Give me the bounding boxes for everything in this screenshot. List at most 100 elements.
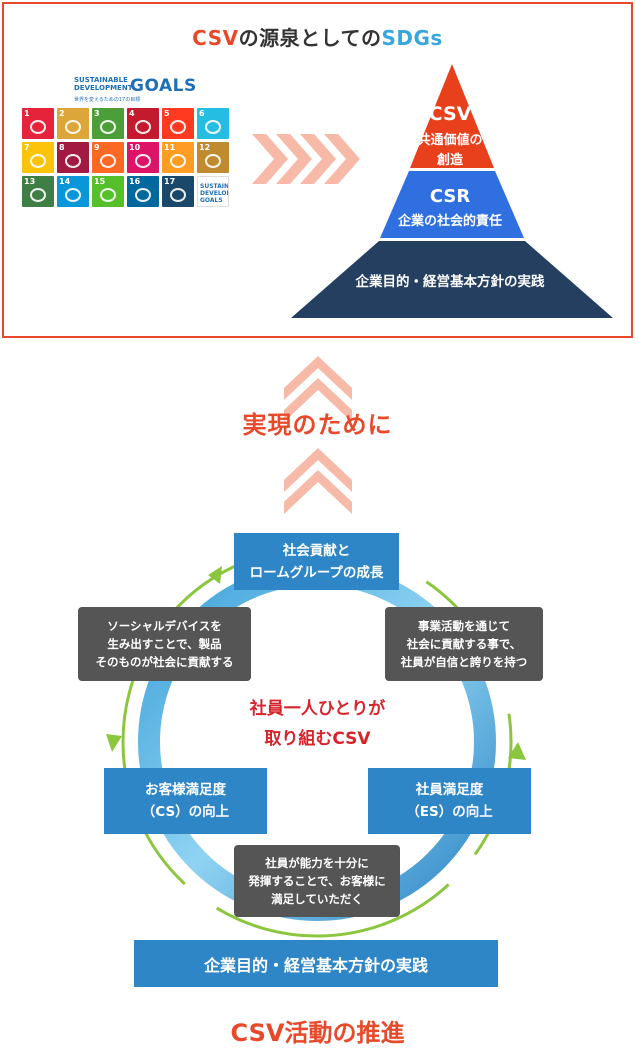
note-left-line3: そのものが社会に貢献する (95, 655, 234, 669)
box-social-contribution: 社会貢献と ロームグループの成長 (234, 533, 399, 590)
title-sdgs: SDGs (381, 26, 443, 50)
sdg-tile-number: 6 (199, 109, 205, 118)
center-line1: 社員一人ひとりが (249, 699, 386, 719)
sdg-logo-sub: 世界を変えるための17の目標 (74, 97, 141, 103)
sdg-tile-logo: SUSTAINABLE DEVELOPMENT GOALS (197, 176, 229, 207)
box-right-line1: 社員満足度 (415, 782, 484, 798)
sdg-logo-goals: GOALS (130, 76, 197, 96)
pyramid-csr-sub: 企業の社会的責任 (397, 214, 502, 229)
sdg-tile-number: 7 (24, 143, 30, 152)
note-social-devices: ソーシャルデバイスを 生み出すことで、製品 そのものが社会に貢献する (78, 607, 251, 681)
sdg-goal-icon (135, 154, 151, 168)
sdg-goal-tiles: 1234567891011121314151617SUSTAINABLE DEV… (22, 108, 230, 208)
sdg-tile: 4 (127, 108, 159, 139)
sdg-tile-number: 9 (94, 143, 100, 152)
csv-promotion-title: CSV活動の推進 (230, 1019, 405, 1047)
sdg-goal-icon (170, 188, 186, 202)
realize-heading: 実現のために (242, 411, 393, 439)
pyramid-csv-sub1: 共通価値の (417, 133, 483, 148)
sdg-goal-icon (30, 188, 46, 202)
arrow-head-left (106, 734, 122, 752)
box-employee-satisfaction: 社員満足度 （ES）の向上 (368, 768, 531, 834)
panel-title: CSVの源泉としてのSDGs (0, 22, 635, 51)
sdg-goal-icon (30, 154, 46, 168)
up-chevrons-icon (284, 356, 352, 514)
pyramid-csr-layer (380, 171, 524, 238)
sdg-goal-icon (100, 120, 116, 134)
sdg-logo: SUSTAINABLE DEVELOPMENT GOALS 世界を変えるための1… (74, 76, 197, 106)
note-business-activities: 事業活動を通じて 社会に貢献する事で、 社員が自信と誇りを持つ (385, 607, 543, 681)
sdg-logo-line2: DEVELOPMENT (74, 84, 133, 92)
pyramid-csr-title: CSR (429, 186, 471, 207)
box-top-line2: ロームグループの成長 (249, 564, 384, 581)
note-right-line3: 社員が自信と誇りを持つ (400, 655, 528, 669)
note-employee-ability: 社員が能力を十分に 発揮することで、お客様に 満足していただく (234, 845, 400, 917)
sdg-tile: 7 (22, 142, 54, 173)
arrow-head-top-left (208, 566, 222, 584)
sdg-goal-icon (65, 120, 81, 134)
sdg-goal-icon (205, 120, 221, 134)
right-chevrons-icon (252, 134, 360, 184)
sdg-logo-line1: SUSTAINABLE (74, 76, 128, 84)
sdg-tile: 5 (162, 108, 194, 139)
sdg-tile-number: 3 (94, 109, 100, 118)
sdg-tile-number: 5 (164, 109, 170, 118)
sdg-goal-icon (100, 188, 116, 202)
note-bottom-line1: 社員が能力を十分に (265, 856, 369, 870)
sdg-goal-icon (135, 120, 151, 134)
box-right-line2: （ES）の向上 (406, 804, 493, 820)
arrow-head-right (508, 742, 526, 760)
note-left-line2: 生み出すことで、製品 (107, 637, 222, 651)
sdg-goal-icon (170, 120, 186, 134)
note-right-line1: 事業活動を通じて (418, 619, 510, 633)
sdg-goal-icon (65, 154, 81, 168)
pyramid-csv-layer (410, 64, 494, 168)
pyramid-csv-sub2: 創造 (436, 153, 463, 168)
pyramid-base-layer (291, 241, 613, 318)
title-mid: の源泉としての (238, 26, 382, 50)
note-bottom-line2: 発揮することで、お客様に (248, 874, 386, 888)
box-corporate-purpose: 企業目的・経営基本方針の実践 (134, 940, 498, 987)
sdg-tile: 17 (162, 176, 194, 207)
note-right-line2: 社会に貢献する事で、 (406, 637, 522, 651)
sdg-tile-number: 16 (129, 177, 141, 186)
sdg-tile: 1 (22, 108, 54, 139)
sdg-tile: 6 (197, 108, 229, 139)
sdg-goal-icon (100, 154, 116, 168)
sdg-tile-number: 1 (24, 109, 30, 118)
note-left-line1: ソーシャルデバイスを (107, 619, 222, 633)
pyramid-base-label: 企業目的・経営基本方針の実践 (355, 274, 545, 290)
sdg-tile-number: 8 (59, 143, 65, 152)
sdg-tile: 13 (22, 176, 54, 207)
sdg-tile-number: 2 (59, 109, 65, 118)
sdg-tile: 11 (162, 142, 194, 173)
sdg-tile-number: 4 (129, 109, 135, 118)
box-left-line2: （CS）の向上 (141, 804, 230, 820)
sdg-tile: 2 (57, 108, 89, 139)
sdg-tile: 10 (127, 142, 159, 173)
sdg-goal-icon (65, 188, 81, 202)
sdg-tile: 9 (92, 142, 124, 173)
sdg-tile-number: 10 (129, 143, 141, 152)
sdg-tile: 16 (127, 176, 159, 207)
sdg-tile: 15 (92, 176, 124, 207)
center-line2: 取り組むCSV (264, 729, 371, 749)
sdg-tile-number: 15 (94, 177, 106, 186)
csv-pyramid (291, 64, 613, 318)
title-csv: CSV (192, 26, 239, 50)
note-bottom-line3: 満足していただく (271, 892, 363, 906)
sdg-tile-number: 17 (164, 177, 176, 186)
sdg-tile-number: 13 (24, 177, 36, 186)
sdg-goal-icon (205, 154, 221, 168)
center-message: 社員一人ひとりが 取り組むCSV (200, 694, 435, 754)
sdg-tile: 12 (197, 142, 229, 173)
sdg-tile: 3 (92, 108, 124, 139)
sdg-goal-icon (170, 154, 186, 168)
sdg-goal-icon (135, 188, 151, 202)
box-top-line1: 社会貢献と (282, 542, 351, 559)
sdg-tile: 8 (57, 142, 89, 173)
box-left-line1: お客様満足度 (145, 782, 226, 798)
sdg-tile-number: 12 (199, 143, 211, 152)
sdg-tile-logo-text: SUSTAINABLE DEVELOPMENT GOALS (200, 183, 229, 204)
box-customer-satisfaction: お客様満足度 （CS）の向上 (104, 768, 267, 834)
